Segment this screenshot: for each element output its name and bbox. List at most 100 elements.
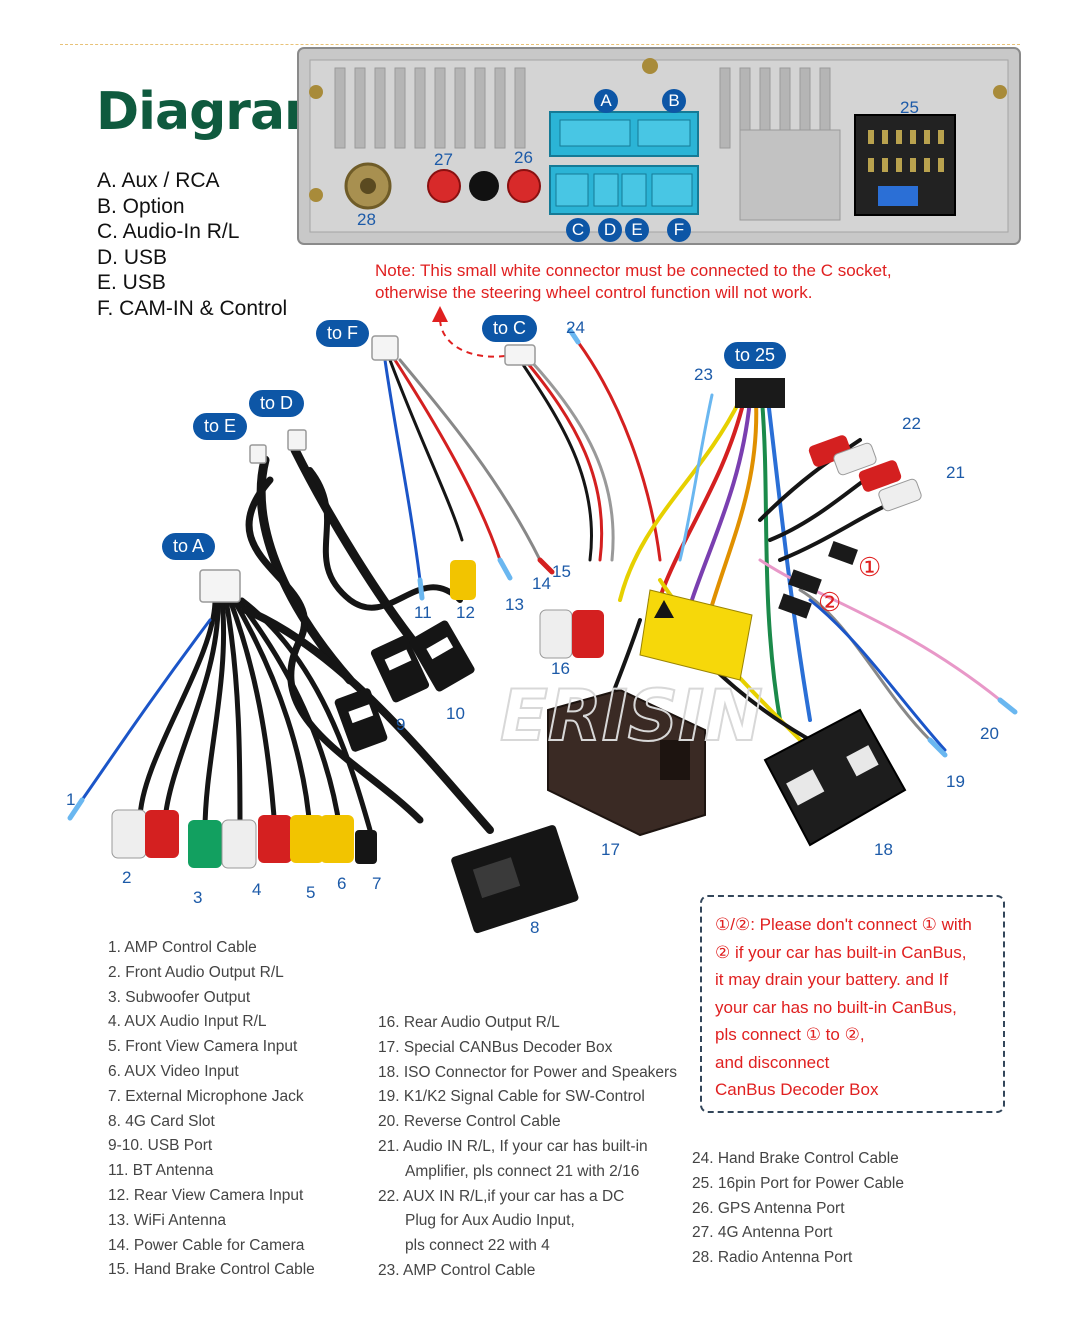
label-27: 27 xyxy=(434,150,453,169)
socket-item: B. Option xyxy=(97,194,185,218)
canbus-decoder-box xyxy=(547,688,706,837)
label-26: 26 xyxy=(514,148,533,167)
legend-item: 13. WiFi Antenna xyxy=(108,1211,227,1229)
label-22: 22 xyxy=(902,414,921,433)
legend-item: 18. ISO Connector for Power and Speakers xyxy=(378,1063,677,1081)
label-9: 9 xyxy=(396,715,406,734)
legend-item: 26. GPS Antenna Port xyxy=(692,1199,845,1217)
socket-item: E. USB xyxy=(97,271,166,295)
label-13: 13 xyxy=(505,595,524,614)
label-25: 25 xyxy=(900,98,919,117)
label-20: 20 xyxy=(980,724,999,743)
note-arrow xyxy=(439,317,506,358)
label-14: 14 xyxy=(532,574,551,593)
arrow-head-icon xyxy=(432,306,448,322)
legend-item: 12. Rear View Camera Input xyxy=(108,1186,304,1204)
wire-tips xyxy=(67,327,1018,821)
head-unit-back-panel xyxy=(297,47,1021,245)
warning-label xyxy=(639,589,753,681)
socket-item: F. CAM-IN & Control xyxy=(97,296,288,320)
pill-to-e: to E xyxy=(193,413,248,440)
socket-item: D. USB xyxy=(97,245,168,269)
label-15: 15 xyxy=(552,562,571,581)
marker-2: ② xyxy=(818,587,842,617)
legend-column-2: 16. Rear Audio Output R/L 17. Special CA… xyxy=(378,1011,677,1284)
socket-badge-a: A xyxy=(594,89,618,113)
top-divider xyxy=(60,44,1020,45)
warning-line: CanBus Decoder Box xyxy=(715,1080,879,1099)
legend-item: 23. AMP Control Cable xyxy=(378,1261,536,1279)
legend-item: 27. 4G Antenna Port xyxy=(692,1224,833,1242)
warning-line: pls connect ① to ②, xyxy=(715,1025,865,1044)
legend-item: 17. Special CANBus Decoder Box xyxy=(378,1038,613,1056)
pill-to-d: to D xyxy=(249,390,305,417)
note-text: Note: This small white connector must be… xyxy=(375,260,985,303)
legend-item: Plug for Aux Audio Input, xyxy=(405,1212,575,1230)
label-1: 1 xyxy=(66,790,76,809)
rca-plugs xyxy=(111,435,922,869)
label-4: 4 xyxy=(252,880,262,899)
legend-column-1: 1. AMP Control Cable 2. Front Audio Outp… xyxy=(108,936,315,1283)
legend-item: Amplifier, pls connect 21 with 2/16 xyxy=(405,1162,640,1180)
marker-1: ① xyxy=(858,552,882,582)
note-line: otherwise the steering wheel control fun… xyxy=(375,282,813,302)
legend-item: 8. 4G Card Slot xyxy=(108,1112,215,1130)
pill-to-c: to C xyxy=(482,315,538,342)
note-line: Note: This small white connector must be… xyxy=(375,261,892,280)
warning-line: ①/②: Please don't connect ① with xyxy=(715,915,972,934)
watermark-logo: ERISIN xyxy=(500,675,763,757)
label-23: 23 xyxy=(694,365,713,384)
socket-badge-c: C xyxy=(566,218,590,242)
warning-line: ② if your car has built-in CanBus, xyxy=(715,942,967,962)
legend-item: 28. Radio Antenna Port xyxy=(692,1249,853,1267)
label-11: 11 xyxy=(414,603,432,622)
legend-item: 15. Hand Brake Control Cable xyxy=(108,1261,315,1279)
socket-badge-e: E xyxy=(625,218,649,242)
label-8: 8 xyxy=(530,918,540,937)
k1-k2-connectors xyxy=(778,541,858,619)
legend-item: 6. AUX Video Input xyxy=(108,1062,239,1080)
socket-badge-b: B xyxy=(662,89,686,113)
wiring-illustration: ERISIN xyxy=(67,47,1021,934)
pill-to-f: to F xyxy=(316,320,370,347)
label-3: 3 xyxy=(193,888,203,907)
label-2: 2 xyxy=(122,868,132,887)
legend-item: 25. 16pin Port for Power Cable xyxy=(692,1174,904,1192)
label-5: 5 xyxy=(306,883,316,902)
socket-list: A. Aux / RCA B. Option C. Audio-In R/L D… xyxy=(97,168,287,322)
legend-item: 14. Power Cable for Camera xyxy=(108,1236,305,1254)
legend-item: 5. Front View Camera Input xyxy=(108,1038,298,1056)
iso-connector xyxy=(763,708,907,847)
pill-to-a: to A xyxy=(162,533,216,560)
socket-item: C. Audio-In R/L xyxy=(97,220,240,244)
legend-item: 2. Front Audio Output R/L xyxy=(108,963,284,981)
plug-25 xyxy=(735,378,785,408)
card-slot-module xyxy=(451,825,579,934)
pill-to-25: to 25 xyxy=(724,342,787,369)
legend-item: 1. AMP Control Cable xyxy=(108,939,257,956)
legend-item: 4. AUX Audio Input R/L xyxy=(108,1013,267,1031)
label-7: 7 xyxy=(372,874,382,893)
legend-item: 19. K1/K2 Signal Cable for SW-Control xyxy=(378,1088,645,1106)
legend-item: 22. AUX IN R/L,if your car has a DC xyxy=(378,1187,625,1205)
label-12: 12 xyxy=(456,603,475,622)
legend-item: 21. Audio IN R/L, If your car has built-… xyxy=(378,1137,648,1155)
socket-badge-f: F xyxy=(667,218,691,242)
warning-line: and disconnect xyxy=(715,1052,830,1072)
label-18: 18 xyxy=(874,840,893,859)
legend-item: pls connect 22 with 4 xyxy=(405,1237,550,1255)
socket-item: A. Aux / RCA xyxy=(97,169,220,192)
label-19: 19 xyxy=(946,772,965,791)
label-10: 10 xyxy=(446,704,465,723)
legend-item: 24. Hand Brake Control Cable xyxy=(692,1150,899,1167)
canbus-warning-box: ①/②: Please don't connect ① with ② if yo… xyxy=(700,895,1005,1113)
legend-item: 16. Rear Audio Output R/L xyxy=(378,1014,560,1031)
legend-item: 9-10. USB Port xyxy=(108,1137,213,1155)
legend-column-3: 24. Hand Brake Control Cable 25. 16pin P… xyxy=(692,1147,904,1271)
legend-item: 7. External Microphone Jack xyxy=(108,1087,304,1105)
label-24: 24 xyxy=(566,318,585,337)
small-connectors xyxy=(199,335,536,603)
socket-badge-d: D xyxy=(598,218,622,242)
label-21: 21 xyxy=(946,463,965,482)
cable-bundles xyxy=(80,340,1002,834)
